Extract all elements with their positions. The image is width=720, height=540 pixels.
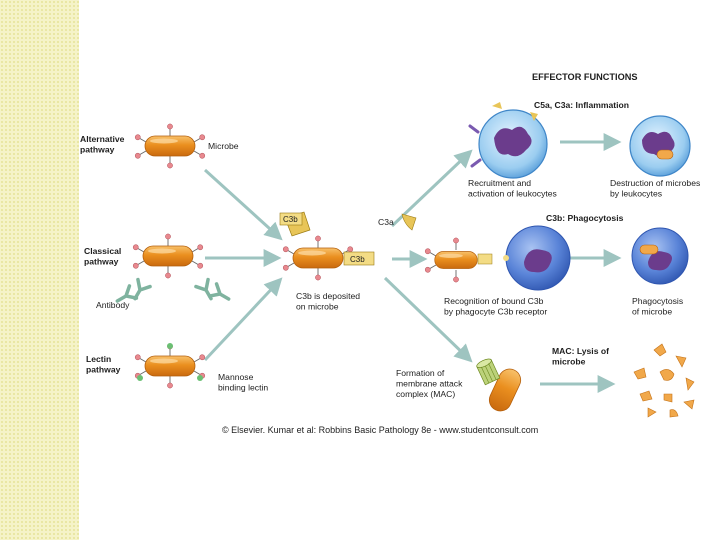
effector-functions-title: EFFECTOR FUNCTIONS <box>532 72 638 82</box>
c3a-fragment-icon <box>401 213 417 231</box>
arrow-lectin <box>203 277 283 362</box>
lectin-microbe <box>133 343 207 389</box>
antibody-label: Antibody <box>96 300 130 310</box>
leukocyte-recruitment-icon <box>468 102 548 179</box>
central-microbe <box>281 235 355 281</box>
c3a-label: C3a <box>378 217 394 227</box>
c3b-attached-icon <box>343 251 375 266</box>
credit-line: © Elsevier. Kumar et al: Robbins Basic P… <box>222 425 538 435</box>
leukocyte-destruction-icon <box>629 115 691 177</box>
alternative-microbe <box>133 123 207 169</box>
phagocyte-icon <box>503 225 571 291</box>
c3b-attached-label: C3b <box>350 255 365 264</box>
phagocytosis-title: C3b: Phagocytosis <box>546 213 624 223</box>
decorative-stripe <box>0 0 79 540</box>
antibody-icon <box>112 277 234 309</box>
opsonized-microbe <box>423 237 493 283</box>
arrow-alternative <box>203 168 283 241</box>
lysed-microbe-fragments-icon <box>633 343 695 418</box>
c3b-tag-label: C3b <box>283 215 298 224</box>
microbe-label: Microbe <box>208 141 239 151</box>
arrow-to-mac <box>383 276 473 363</box>
mac-pore-microbe-icon <box>476 358 522 412</box>
arrow-to-inflammation <box>390 149 473 228</box>
flow-arrows <box>203 133 622 393</box>
phagocyte-engulfed-icon <box>631 227 689 285</box>
classical-microbe <box>131 233 205 279</box>
inflammation-title: C5a, C3a: Inflammation <box>534 100 629 110</box>
c3b-fragment-icon <box>279 211 311 237</box>
